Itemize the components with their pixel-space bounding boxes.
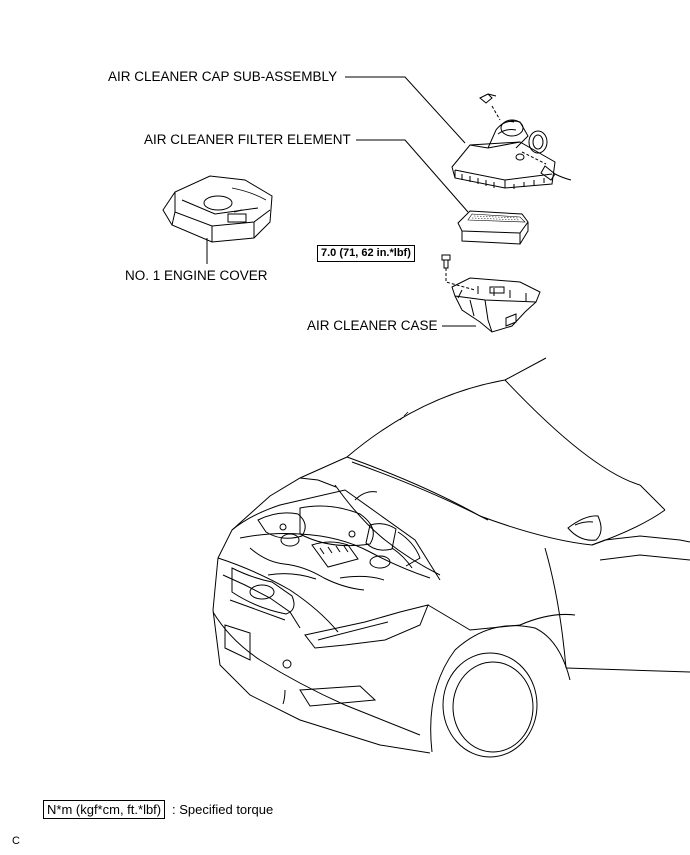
figure-code: C: [12, 835, 20, 847]
torque-spec-box: 7.0 (71, 62 in.*lbf): [317, 245, 415, 262]
air-cleaner-case-drawing: [451, 277, 541, 333]
legend-unit-box: N*m (kgf*cm, ft.*lbf): [43, 800, 166, 819]
legend-description: : Specified torque: [172, 802, 274, 817]
leader-filter: [356, 139, 469, 213]
engine-cover-drawing: [162, 175, 273, 243]
label-air-cleaner-case: AIR CLEANER CASE: [307, 318, 438, 333]
leader-cap: [345, 76, 466, 144]
bolt-drawing: [441, 254, 476, 291]
vehicle-drawing: [212, 357, 690, 758]
label-engine-cover: NO. 1 ENGINE COVER: [125, 268, 268, 283]
label-air-cleaner-cap: AIR CLEANER CAP SUB-ASSEMBLY: [108, 69, 338, 84]
label-air-cleaner-filter: AIR CLEANER FILTER ELEMENT: [144, 132, 351, 147]
air-cleaner-cap-drawing: [451, 93, 572, 189]
air-filter-drawing: [457, 210, 529, 245]
